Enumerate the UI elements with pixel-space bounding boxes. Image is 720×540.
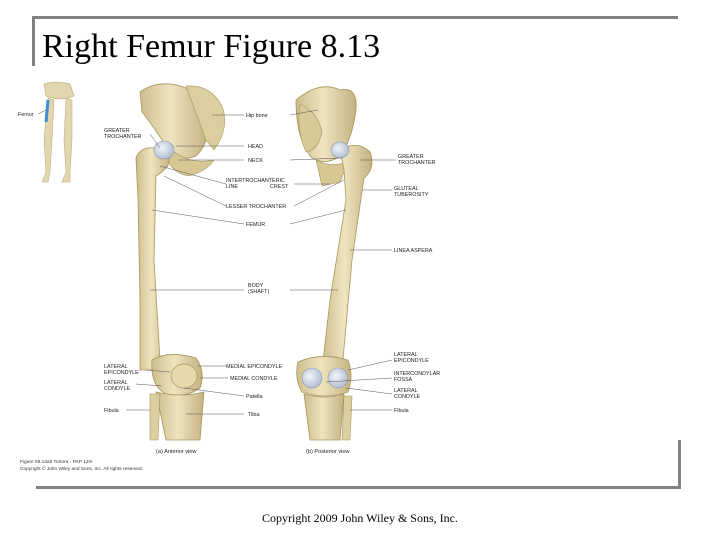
caption-anterior-view: (a) Anterior view [156,449,197,455]
anterior-tibia [155,391,205,441]
label-lateral-condyle-right-2: CONDYLE [394,394,420,400]
label-greater-trochanter-left-1: GREATER [104,128,130,134]
posterior-tibia [303,393,345,441]
frame-bottom-line [36,486,681,489]
label-medial-condyle: MEDIAL CONDYLE [230,376,278,382]
label-neck: NECK [248,158,263,164]
label-patella: Patella [246,394,262,400]
label-gluteal-1: GLUTEAL [394,186,419,192]
anterior-patella [170,363,198,389]
leader-lines [126,109,396,415]
anterior-fibula [149,393,161,441]
frame-top-line [32,16,678,19]
label-gluteal-2: TUBEROSITY [394,192,429,198]
label-intercondylar-2: FOSSA [394,377,413,383]
anterior-view [135,83,225,441]
label-greater-trochanter-right-1: GREATER [398,154,424,160]
label-body-2: (SHAFT) [248,289,269,295]
figure-labels: Hip bone GREATER TROCHANTER HEAD NECK GR… [104,113,440,418]
label-lateral-epicondyle-right-2: EPICONDYLE [394,358,429,364]
posterior-medial-condyle [301,367,323,389]
label-intertrochanteric-2: LINE [226,184,238,190]
posterior-lateral-condyle [327,367,349,389]
posterior-femur-head [330,141,350,159]
posterior-fibula [341,395,353,441]
anterior-femur [135,147,171,371]
label-intertrochanteric-3: CREST [270,184,289,190]
label-lateral-epicondyle-right-1: LATERAL [394,352,418,358]
label-intercondylar-1: INTERCONDYLAR [394,371,440,377]
label-medial-epicondyle: MEDIAL EPICONDYLE [226,364,283,370]
label-intertrochanteric-1: INTERTROCHANTERIC [226,178,285,184]
figure-credit-line-2: Copyright © John Wiley and Sons, Inc. Al… [20,465,143,472]
label-body-1: BODY [248,283,264,289]
label-lateral-epicondyle-left-1: LATERAL [104,364,128,370]
label-femur: FEMUR [246,222,265,228]
inset-femur-label: Femur [18,112,34,118]
inset-femur-highlight [44,99,50,123]
label-head: HEAD [248,144,263,150]
label-lateral-condyle-left-1: LATERAL [104,380,128,386]
frame-right-line [678,440,681,489]
label-greater-trochanter-right-2: TROCHANTER [398,160,436,166]
label-tibia: Tibia [248,412,259,418]
label-lateral-condyle-right-1: LATERAL [394,388,418,394]
anterior-femur-head [153,140,175,160]
label-lesser-trochanter: LESSER TROCHANTER [226,204,286,210]
inset-lower-limb: Femur [18,81,75,183]
label-fibula-right: Fibula [394,408,409,414]
label-fibula-left: Fibula [104,408,119,414]
figure-credit-line-1: Figure 08.13ab Tortora - PAP 12/e [20,459,93,465]
posterior-view [295,86,373,441]
label-lateral-epicondyle-left-2: EPICONDYLE [104,370,139,376]
label-lateral-condyle-left-2: CONDYLE [104,386,130,392]
label-hip-bone: Hip bone [246,113,268,119]
slide-title: Right Femur Figure 8.13 [42,28,381,65]
frame-left-line [32,16,35,66]
caption-posterior-view: (b) Posterior view [306,449,350,455]
copyright-footer: Copyright 2009 John Wiley & Sons, Inc. [262,511,458,525]
label-greater-trochanter-left-2: TROCHANTER [104,134,142,140]
label-linea-aspera: LINEA ASPERA [394,248,433,254]
